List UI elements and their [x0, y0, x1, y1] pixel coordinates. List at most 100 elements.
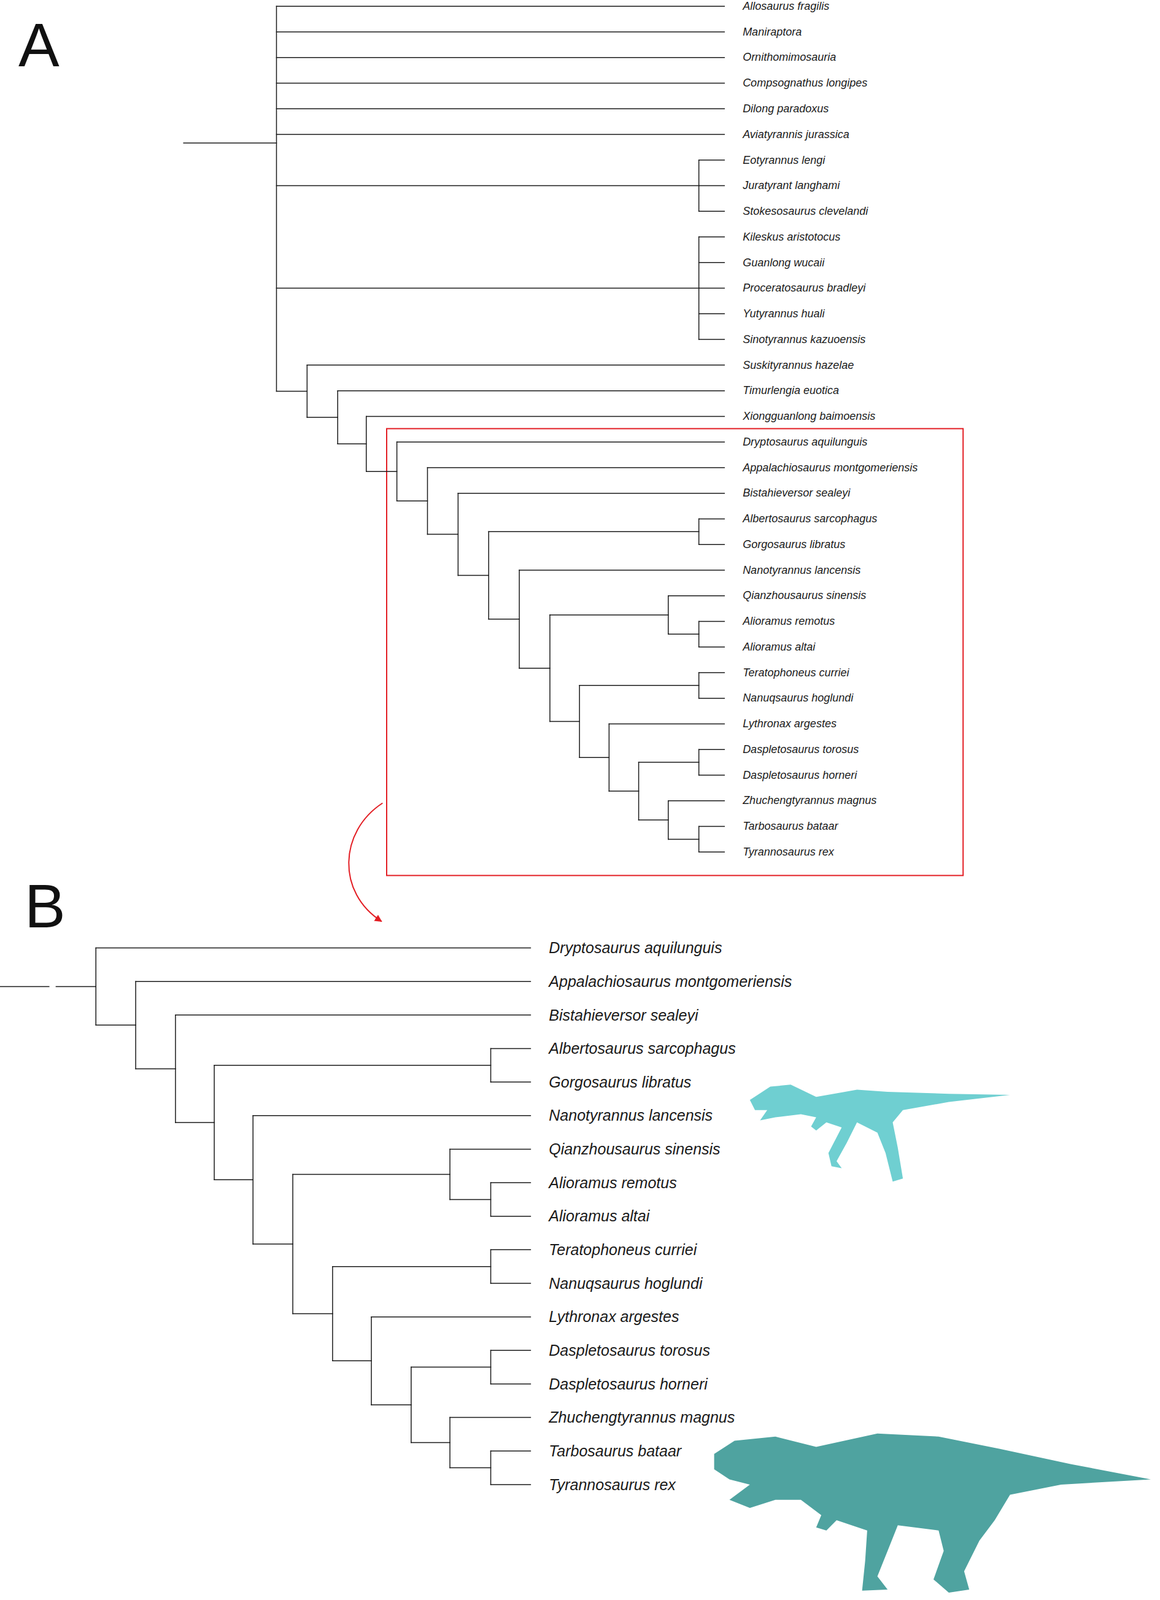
- tree-branch: [276, 108, 725, 110]
- tree-branch: [699, 621, 725, 622]
- tree-branch: [491, 1081, 531, 1083]
- tree-branch: [427, 467, 725, 468]
- taxon-label: Albertosaurus sarcophagus: [742, 513, 878, 525]
- tree-branch: [276, 82, 725, 84]
- tree-branch: [699, 236, 725, 237]
- tree-branch: [427, 533, 458, 535]
- taxon-label: Zhuchengtyrannus magnus: [548, 1409, 735, 1426]
- tree-branch: [397, 441, 725, 442]
- tree-branch: [135, 1068, 176, 1070]
- tree-branch: [491, 1249, 531, 1251]
- taxon-label: Teratophoneus curriei: [548, 1242, 697, 1258]
- tree-branch: [699, 287, 725, 289]
- taxon-label: Daspletosaurus torosus: [742, 743, 859, 755]
- taxon-label: Appalachiosaurus montgomeriensis: [548, 973, 792, 989]
- panel-letter: B: [24, 875, 66, 937]
- taxon-label: Teratophoneus curriei: [742, 667, 849, 679]
- tree-branch: [699, 262, 725, 263]
- tree-branch: [491, 1383, 531, 1385]
- dinosaur-silhouette: [750, 1084, 1011, 1182]
- tree-branch: [135, 980, 531, 982]
- tree-branch: [366, 470, 398, 472]
- taxon-label: Qianzhousaurus sinensis: [742, 589, 867, 601]
- taxon-label: Compsognathus longipes: [742, 77, 868, 89]
- tree-branch: [549, 721, 580, 722]
- tree-branch: [306, 364, 725, 366]
- tree-branch: [491, 1182, 531, 1183]
- taxon-label: Daspletosaurus torosus: [548, 1342, 711, 1359]
- tree-branch: [491, 1282, 531, 1284]
- tree-branch: [699, 748, 725, 750]
- taxon-label: Gorgosaurus libratus: [742, 538, 846, 550]
- taxon-label: Dryptosaurus aquilunguis: [548, 940, 722, 956]
- tree-branch: [491, 1048, 531, 1049]
- taxon-label: Tarbosaurus bataar: [548, 1442, 682, 1459]
- taxon-label: Lythronax argestes: [548, 1309, 679, 1325]
- tree-branch: [608, 723, 725, 725]
- tree-branch: [397, 500, 428, 502]
- tree-branch: [457, 575, 489, 576]
- taxon-label: Nanuqsaurus hoglundi: [548, 1275, 703, 1291]
- tree-branch: [214, 1179, 253, 1181]
- tree-branch: [332, 1266, 492, 1267]
- tree-branch: [337, 390, 725, 391]
- tree-branch: [457, 492, 725, 494]
- tree-branch: [549, 614, 669, 615]
- tree-branch: [371, 1316, 531, 1318]
- zoom-arrow: [348, 802, 383, 922]
- taxon-label: Nanuqsaurus hoglundi: [742, 692, 854, 704]
- tree-branch: [0, 986, 50, 987]
- taxon-label: Daspletosaurus horneri: [742, 769, 857, 781]
- tree-branch: [449, 1148, 531, 1150]
- tree-branch: [276, 390, 307, 392]
- tree-branch: [491, 1484, 531, 1485]
- taxon-label: Timurlengia euotica: [742, 384, 840, 396]
- taxon-label: Kileskus aristotocus: [742, 231, 841, 243]
- tree-branch: [95, 947, 531, 949]
- taxon-label: Guanlong wucaii: [742, 257, 825, 269]
- tree-branch: [668, 800, 725, 801]
- dinosaur-silhouette: [714, 1433, 1151, 1593]
- tree-branch: [276, 31, 725, 32]
- tree-branch: [337, 443, 367, 445]
- tree-branch: [668, 595, 725, 596]
- taxon-label: Nanotyrannus lancensis: [548, 1107, 713, 1124]
- tree-branch: [699, 672, 725, 673]
- tree-branch: [491, 1350, 531, 1351]
- taxon-label: Bistahieversor sealeyi: [742, 487, 851, 499]
- tree-branch: [638, 819, 669, 820]
- tree-branch: [411, 1366, 492, 1368]
- taxon-label: Proceratosaurus bradleyi: [742, 282, 866, 294]
- taxon-label: Zhuchengtyrannus magnus: [742, 794, 877, 806]
- tree-branch: [699, 697, 725, 699]
- tree-branch: [306, 416, 338, 418]
- tree-branch: [276, 6, 725, 7]
- taxon-label: Ornithomimosauria: [742, 51, 836, 63]
- taxon-label: Alioramus remotus: [548, 1174, 677, 1191]
- tree-branch: [519, 569, 725, 571]
- tree-branch: [449, 1417, 531, 1418]
- tree-branch: [491, 1215, 531, 1217]
- taxon-label: Nanotyrannus lancensis: [742, 564, 861, 576]
- highlight-box: [386, 428, 963, 876]
- tree-branch: [579, 757, 609, 758]
- taxon-label: Daspletosaurus horneri: [548, 1376, 708, 1392]
- taxon-label: Alioramus altai: [742, 641, 816, 653]
- taxon-label: Suskityrannus hazelae: [742, 359, 854, 371]
- tree-branch: [95, 1024, 136, 1026]
- tree-branch: [214, 1064, 491, 1066]
- tree-branch: [699, 774, 725, 776]
- tree-branch: [449, 1199, 491, 1200]
- tree-branch: [699, 826, 725, 827]
- taxon-label: Juratyrant langhami: [742, 179, 840, 191]
- taxon-label: Yutyrannus huali: [742, 308, 825, 320]
- tree-lines: [0, 6, 725, 1485]
- tree-branch: [252, 1115, 531, 1116]
- tree-branch: [579, 684, 699, 686]
- tree-branch: [292, 1313, 333, 1315]
- tree-branch: [276, 287, 699, 289]
- tree-branch: [276, 57, 725, 58]
- tree-branch: [332, 1360, 372, 1362]
- tree-branch: [638, 761, 700, 763]
